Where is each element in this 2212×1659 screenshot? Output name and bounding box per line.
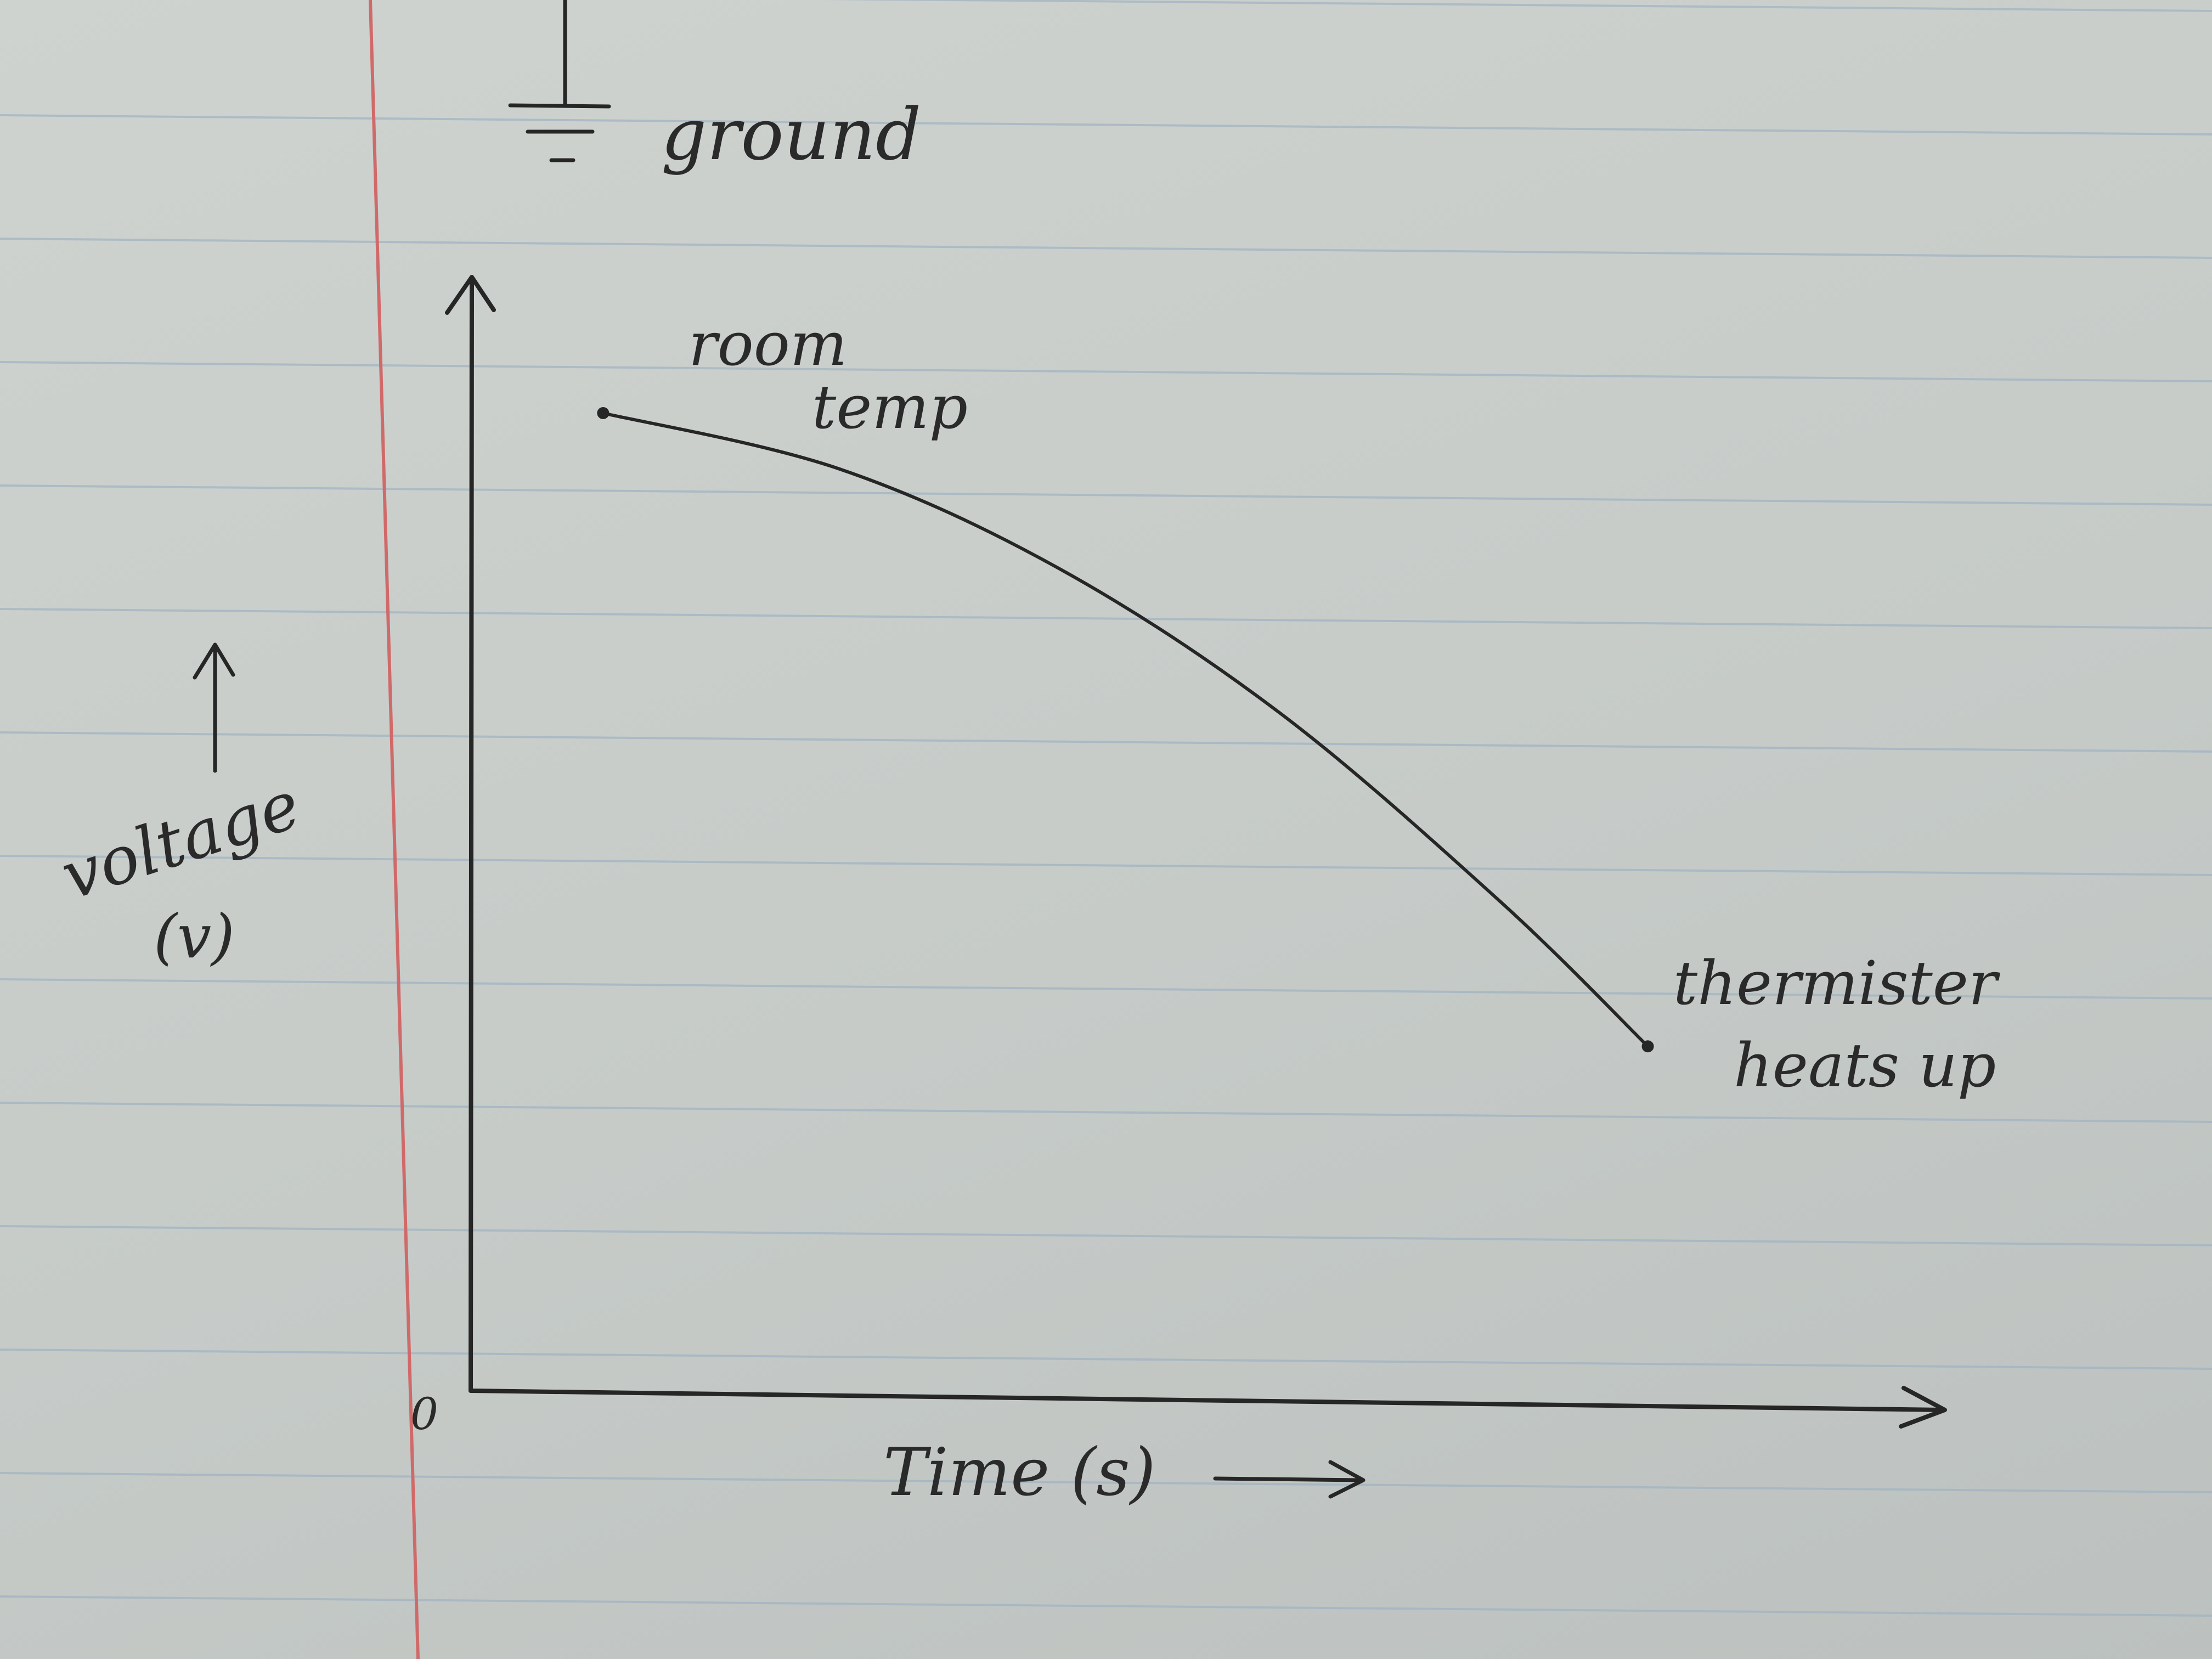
ruled-line: [0, 1595, 2212, 1617]
ruled-line: [0, 608, 2212, 629]
y-axis-label-voltage: voltage: [53, 767, 309, 915]
start-point: [597, 407, 610, 419]
ruled-lines: [0, 0, 2212, 1617]
ruled-line: [0, 484, 2212, 506]
x-axis-label: Time (s): [883, 1435, 1156, 1511]
ruled-line: [0, 1472, 2212, 1493]
ruled-line: [0, 731, 2212, 753]
ruled-line: [0, 1348, 2212, 1370]
x-axis-label-arrow: [1213, 1460, 1365, 1499]
annotation-room: room: [689, 309, 847, 379]
margin-line: [369, 0, 420, 1659]
annotation-heats-up: heats up: [1734, 1030, 1996, 1101]
voltage-curve: [601, 411, 1650, 1048]
origin-label: 0: [410, 1389, 438, 1440]
ruled-line: [0, 114, 2212, 136]
x-axis: [469, 1386, 1947, 1429]
y-axis-label-arrow: [193, 642, 235, 773]
end-point: [1641, 1040, 1654, 1053]
ground-label: ground: [661, 93, 921, 176]
annotation-temp: temp: [812, 372, 968, 442]
ruled-line: [0, 361, 2212, 382]
ruled-line: [0, 855, 2212, 876]
y-axis-label-unit: (v): [154, 901, 235, 972]
annotation-thermister: thermister: [1673, 948, 2001, 1018]
ruled-line: [0, 978, 2212, 1000]
curve-endpoints: [597, 407, 1654, 1053]
ground-symbol: [508, 0, 611, 162]
ruled-line: [821, 0, 2212, 12]
ruled-line: [0, 238, 2212, 259]
ruled-line: [0, 1225, 2212, 1246]
y-axis: [445, 275, 496, 1393]
ruled-line: [0, 1102, 2212, 1123]
